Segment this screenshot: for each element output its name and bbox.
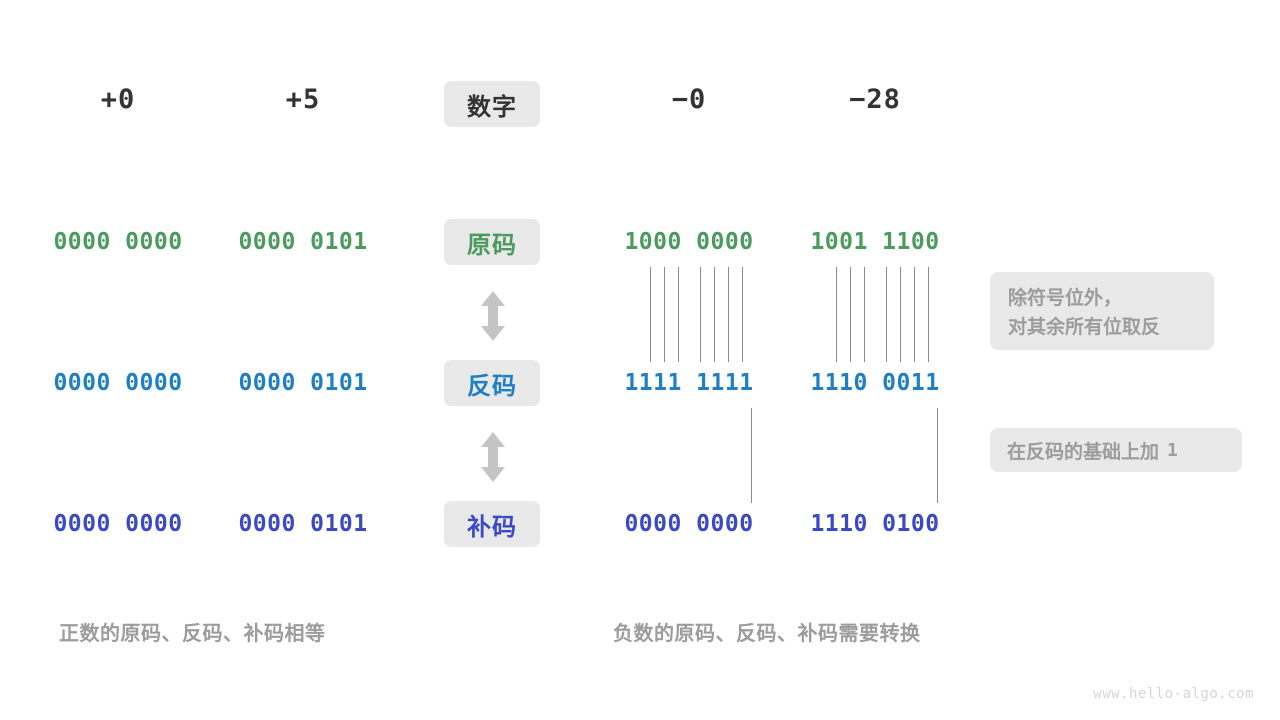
row-label-pill-twos-complement: 补码 bbox=[444, 501, 540, 547]
cell-onescomp-minus-twentyeight: 1110 0011 bbox=[810, 370, 940, 396]
connector-line bbox=[678, 267, 679, 362]
note-add-one-value: 1 bbox=[1167, 439, 1178, 461]
connector-line bbox=[886, 267, 887, 362]
cell-trueform-minus-twentyeight: 1001 1100 bbox=[810, 229, 940, 255]
caption-positive-numbers: 正数的原码、反码、补码相等 bbox=[59, 621, 326, 645]
connector-line bbox=[751, 408, 752, 503]
double-arrow-icon-trueform-to-onescomp bbox=[478, 290, 508, 342]
header-value-minus-twentyeight: −28 bbox=[849, 84, 901, 115]
header-value-plus-five: +5 bbox=[285, 84, 321, 115]
connector-line bbox=[742, 267, 743, 362]
cell-twoscomp-plus-zero: 0000 0000 bbox=[53, 511, 183, 537]
header-value-minus-zero: −0 bbox=[671, 84, 707, 115]
double-arrow-icon-onescomp-to-twoscomp bbox=[478, 431, 508, 483]
watermark: www.hello-algo.com bbox=[1093, 686, 1254, 702]
header-label-pill-number: 数字 bbox=[444, 81, 540, 127]
connector-line bbox=[650, 267, 651, 362]
connector-line bbox=[728, 267, 729, 362]
connector-line bbox=[850, 267, 851, 362]
connector-line bbox=[700, 267, 701, 362]
note-invert-bits-line1: 除符号位外， bbox=[1008, 287, 1123, 309]
cell-twoscomp-minus-zero: 0000 0000 bbox=[624, 511, 754, 537]
row-label-pill-ones-complement: 反码 bbox=[444, 360, 540, 406]
header-value-plus-zero: +0 bbox=[100, 84, 136, 115]
connector-line bbox=[900, 267, 901, 362]
connector-line bbox=[664, 267, 665, 362]
cell-twoscomp-minus-twentyeight: 1110 0100 bbox=[810, 511, 940, 537]
cell-onescomp-plus-zero: 0000 0000 bbox=[53, 370, 183, 396]
note-add-one-text: 在反码的基础上加 bbox=[1007, 440, 1160, 463]
cell-twoscomp-plus-five: 0000 0101 bbox=[238, 511, 368, 537]
connector-line bbox=[914, 267, 915, 362]
note-invert-bits-line2: 对其余所有位取反 bbox=[1008, 316, 1161, 338]
connector-line bbox=[864, 267, 865, 362]
note-invert-bits: 除符号位外， 对其余所有位取反 bbox=[990, 272, 1214, 350]
note-add-one: 在反码的基础上加 1 bbox=[990, 428, 1242, 472]
cell-trueform-plus-zero: 0000 0000 bbox=[53, 229, 183, 255]
cell-onescomp-minus-zero: 1111 1111 bbox=[624, 370, 754, 396]
caption-negative-numbers: 负数的原码、反码、补码需要转换 bbox=[613, 621, 921, 645]
cell-onescomp-plus-five: 0000 0101 bbox=[238, 370, 368, 396]
row-label-pill-true-form: 原码 bbox=[444, 219, 540, 265]
cell-trueform-minus-zero: 1000 0000 bbox=[624, 229, 754, 255]
connector-line bbox=[714, 267, 715, 362]
cell-trueform-plus-five: 0000 0101 bbox=[238, 229, 368, 255]
connector-line bbox=[928, 267, 929, 362]
connector-line bbox=[836, 267, 837, 362]
connector-line bbox=[937, 408, 938, 503]
